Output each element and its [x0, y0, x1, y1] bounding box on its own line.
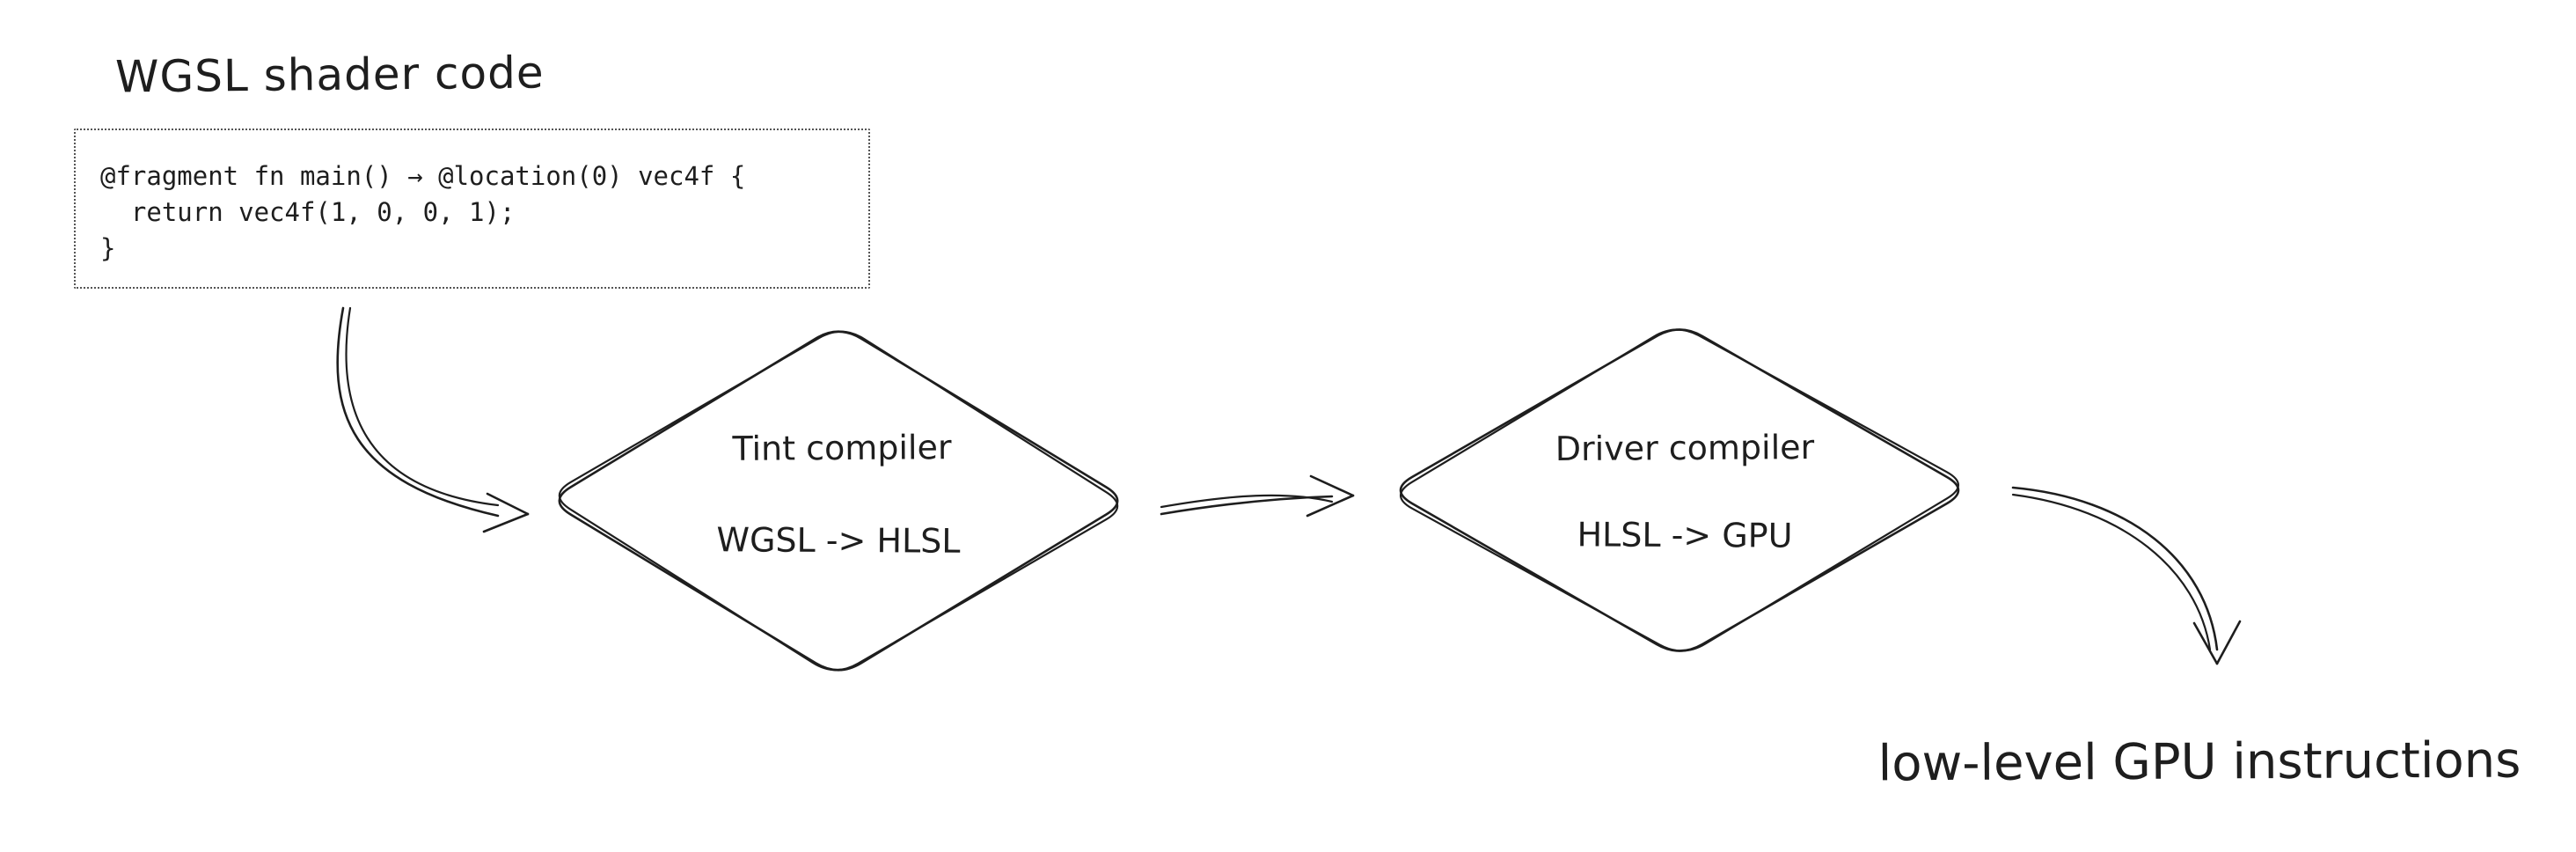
arrow-code-to-tint	[336, 306, 530, 533]
tint-compiler-sublabel: WGSL -> HLSL	[716, 520, 961, 561]
diagram-title: WGSL shader code	[114, 47, 545, 103]
driver-compiler-label: Driver compiler	[1555, 427, 1815, 469]
driver-compiler-sublabel: HLSL -> GPU	[1577, 515, 1793, 555]
diamond-tint-compiler	[558, 330, 1119, 672]
output-label: low-level GPU instructions	[1877, 731, 2521, 793]
code-line-1: @fragment fn main() → @location(0) vec4f…	[100, 161, 746, 191]
code-block: @fragment fn main() → @location(0) vec4f…	[74, 129, 870, 289]
arrow-tint-to-driver	[1160, 474, 1355, 518]
code-line-2: return vec4f(1, 0, 0, 1);	[100, 197, 516, 227]
code-line-3: }	[100, 233, 116, 263]
diamond-driver-compiler	[1399, 328, 1960, 652]
arrow-driver-to-output	[2011, 486, 2242, 665]
tint-compiler-label: Tint compiler	[732, 428, 952, 468]
